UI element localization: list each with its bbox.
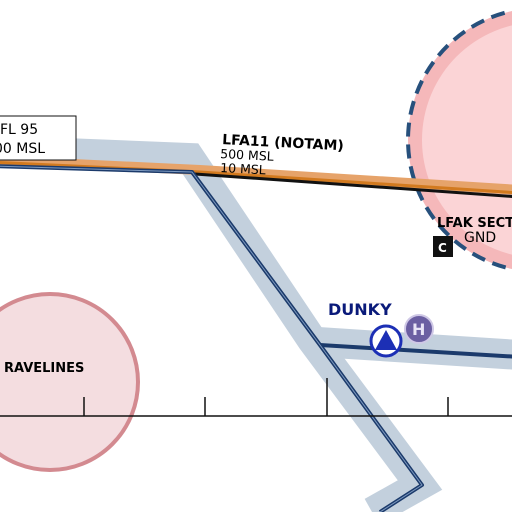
altitude-upper: FL 95 — [0, 122, 38, 138]
lfak-floor: GND — [464, 230, 496, 246]
dunky-waypoint[interactable]: DUNKY H — [328, 300, 434, 358]
gravelines-name: RAVELINES — [4, 361, 84, 376]
lfak-ctr-inner — [422, 25, 512, 255]
airway-bands — [0, 135, 512, 512]
lfa11-lower: 10 MSL — [220, 160, 266, 177]
notam-band — [0, 155, 512, 195]
heliport-letter: H — [412, 320, 425, 339]
airway-band-main — [0, 135, 443, 512]
altitude-lower: 00 MSL — [0, 141, 45, 157]
notam-edge — [0, 160, 512, 194]
altitude-box-frame — [0, 115, 77, 161]
vor-triangle-icon — [369, 324, 403, 358]
lfak-sector-area[interactable] — [406, 8, 512, 272]
airway-band-east — [317, 327, 512, 370]
lfa11-label[interactable]: LFA11 (NOTAM) 500 MSL 10 MSL — [220, 132, 344, 177]
dunky-name: DUNKY — [328, 300, 392, 319]
scale-bar — [0, 378, 512, 417]
lfa11-name: LFA11 (NOTAM) — [222, 132, 344, 154]
class-c-letter: C — [438, 241, 447, 255]
gravelines-circle — [0, 292, 140, 472]
notam-line-black — [194, 172, 512, 198]
gravelines-area[interactable] — [0, 292, 140, 472]
route-lines — [0, 164, 512, 512]
lfa11-upper: 500 MSL — [220, 146, 274, 164]
route-line-east — [319, 343, 512, 359]
left-altitude-box[interactable]: FL 95 00 MSL — [0, 115, 77, 161]
route-line-highlight — [0, 165, 423, 512]
lfa11-notam-route[interactable] — [0, 155, 512, 198]
lfak-label[interactable]: LFAK SECT C GND — [433, 216, 512, 257]
class-c-badge — [433, 236, 453, 257]
lfak-name: LFAK SECT — [437, 216, 512, 231]
heliport-icon: H — [404, 314, 434, 344]
